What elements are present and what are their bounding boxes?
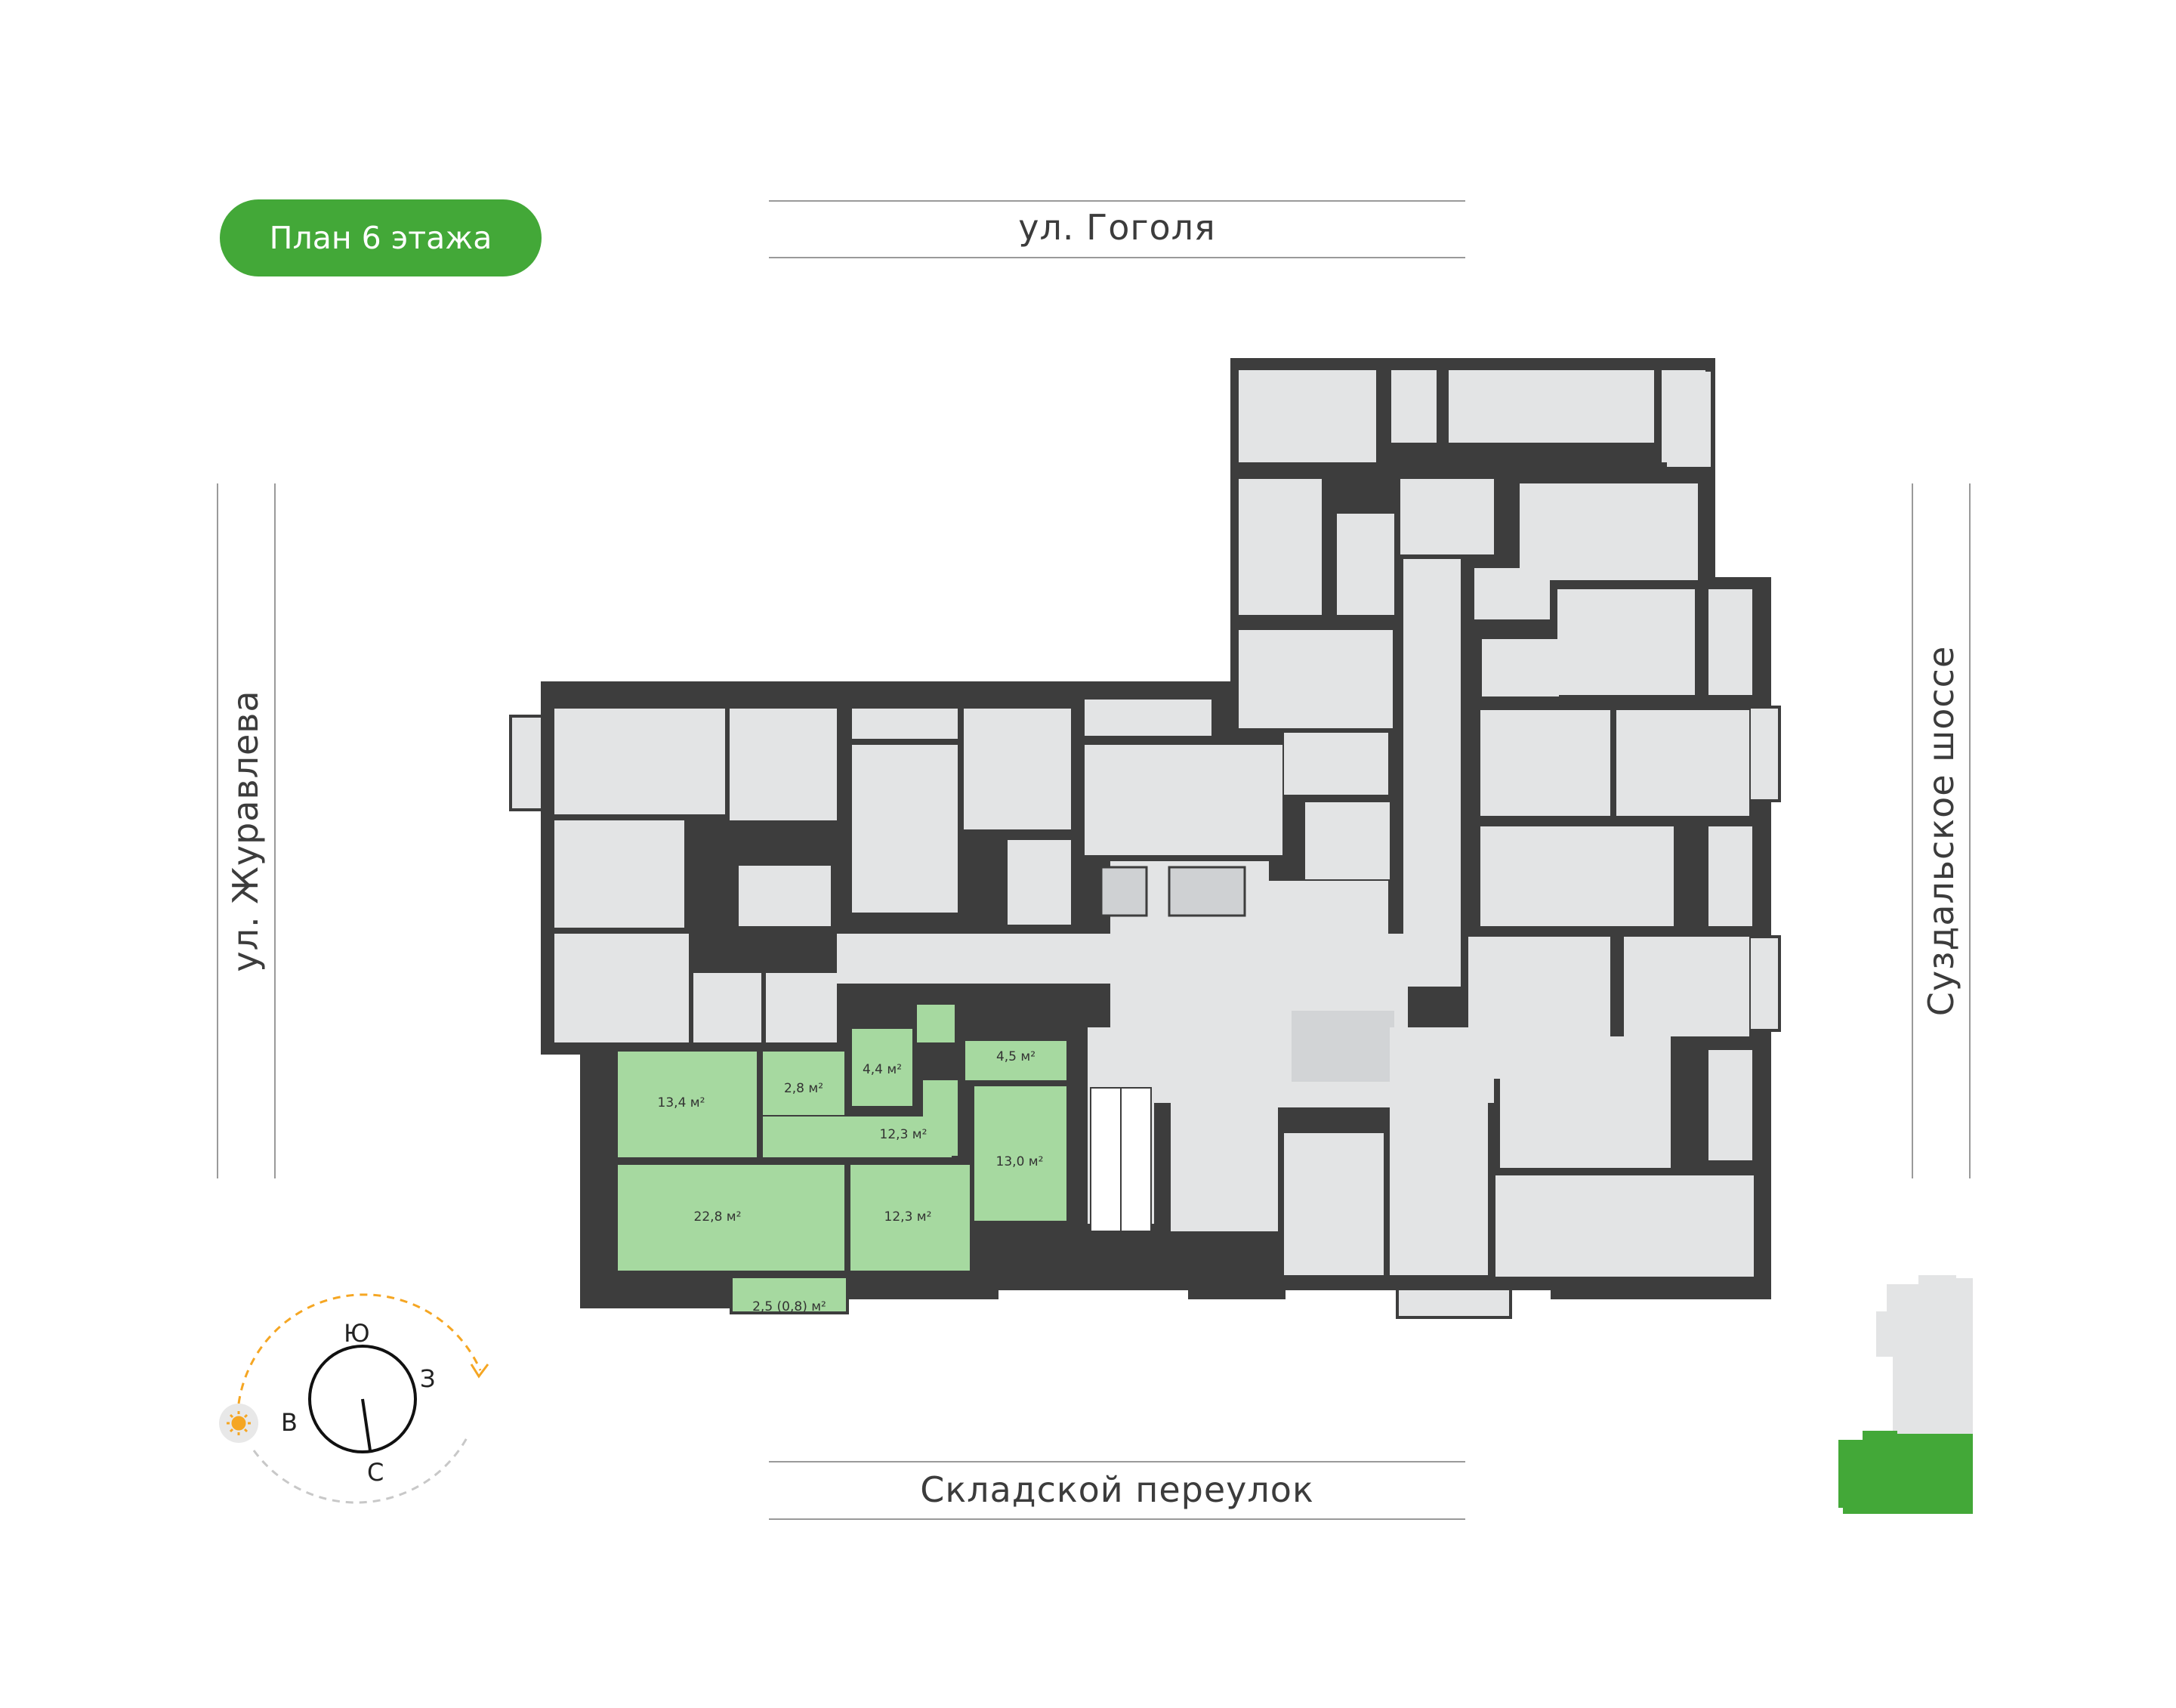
lift-1 — [1100, 866, 1148, 917]
room — [554, 709, 725, 814]
room — [1616, 710, 1749, 816]
sun-path-arc — [237, 1293, 482, 1404]
street-left-line-outer — [217, 483, 218, 1178]
street-bottom-line-lower — [769, 1518, 1465, 1520]
balcony-right-2 — [1748, 935, 1781, 1032]
room — [739, 866, 831, 926]
area-label-living-large: 22,8 м² — [694, 1209, 742, 1225]
compass-east: В — [281, 1408, 298, 1437]
street-right-line-inner — [1912, 483, 1913, 1178]
room-bath-mid — [852, 1029, 912, 1106]
room — [1337, 514, 1394, 615]
room — [964, 709, 1071, 829]
street-left-line-inner — [274, 483, 276, 1178]
street-top-line-upper — [769, 200, 1465, 202]
sun-path-arrow-icon — [470, 1364, 489, 1379]
room — [766, 973, 837, 1042]
lift-2 — [1168, 866, 1246, 917]
room-living-large — [618, 1165, 844, 1271]
balcony-right-1 — [1748, 706, 1781, 802]
room — [1511, 1194, 1573, 1274]
rooms — [554, 370, 1754, 1277]
compass-west: З — [420, 1364, 436, 1393]
room — [1708, 826, 1752, 926]
area-label-bath-right: 4,5 м² — [996, 1049, 1036, 1064]
room — [1482, 639, 1559, 696]
balcony-bottom — [1396, 1287, 1512, 1319]
room — [1284, 733, 1388, 795]
room — [1449, 370, 1654, 443]
room — [1708, 589, 1752, 695]
area-label-bath-mid: 4,4 м² — [863, 1062, 902, 1077]
room — [1085, 745, 1282, 855]
room — [1239, 630, 1393, 728]
room — [1305, 802, 1390, 879]
sun-icon — [227, 1411, 251, 1435]
room — [554, 820, 684, 928]
room — [1239, 370, 1376, 462]
room — [1708, 1050, 1752, 1160]
room-corridor-piece — [917, 1005, 955, 1042]
floor-title-badge: План 6 этажа — [220, 199, 542, 276]
room — [1400, 479, 1494, 554]
area-label-bath-small: 2,8 м² — [784, 1081, 823, 1096]
room — [1284, 1133, 1384, 1275]
apartment-highlight — [607, 999, 1074, 1314]
room — [1500, 1036, 1671, 1168]
room-balcony — [730, 1275, 849, 1314]
room — [1480, 826, 1674, 926]
room-bedroom-mid — [850, 1165, 970, 1271]
room-hall — [763, 1117, 952, 1157]
street-bottom-line-upper — [769, 1461, 1465, 1462]
room — [554, 934, 689, 1042]
compass-circle — [308, 1345, 417, 1453]
street-bottom-label: Складской переулок — [920, 1469, 1314, 1510]
compass: Ю З В С — [219, 1293, 489, 1504]
street-top-line-lower — [769, 257, 1465, 258]
area-label-hall: 12,3 м² — [880, 1127, 928, 1142]
area-label-living-left: 13,4 м² — [658, 1095, 705, 1110]
area-label-bedroom-right: 13,0 м² — [996, 1154, 1044, 1169]
room — [1662, 370, 1705, 462]
area-label-balcony: 2,5 (0,8) м² — [752, 1299, 826, 1314]
street-top-label: ул. Гоголя — [1018, 207, 1216, 248]
compass-needle — [361, 1398, 372, 1451]
room — [1474, 568, 1550, 619]
compass-south: Ю — [344, 1319, 370, 1348]
balcony-left — [509, 715, 544, 811]
room — [852, 709, 958, 739]
room — [1263, 881, 1388, 938]
room-living-left — [618, 1052, 757, 1157]
staircase — [1090, 1087, 1152, 1232]
room — [1008, 840, 1071, 925]
corridor — [1403, 559, 1461, 987]
street-right-line-outer — [1969, 483, 1971, 1178]
room — [693, 973, 761, 1042]
room — [1085, 700, 1211, 736]
room — [1624, 937, 1749, 1036]
compass-north: С — [367, 1458, 384, 1487]
room-hall-extension — [923, 1080, 958, 1156]
area-label-bedroom-mid: 12,3 м² — [884, 1209, 932, 1225]
room — [852, 745, 958, 913]
room — [730, 709, 837, 820]
room — [1520, 483, 1698, 580]
floor-title: План 6 этажа — [269, 220, 492, 256]
room-bath-right — [965, 1041, 1066, 1080]
site-locator-map — [1838, 1275, 1973, 1514]
room — [1557, 589, 1695, 695]
room-bath-small — [763, 1052, 844, 1115]
night-path-arc — [252, 1435, 470, 1504]
room — [1292, 1011, 1394, 1082]
room — [1239, 479, 1322, 615]
room — [1391, 370, 1437, 443]
room — [1426, 1027, 1494, 1103]
room-bedroom-right — [974, 1086, 1066, 1221]
room — [1480, 710, 1610, 816]
area-labels: 13,4 м² 2,8 м² 4,4 м² 4,5 м² 12,3 м² 13,… — [658, 1049, 1044, 1314]
